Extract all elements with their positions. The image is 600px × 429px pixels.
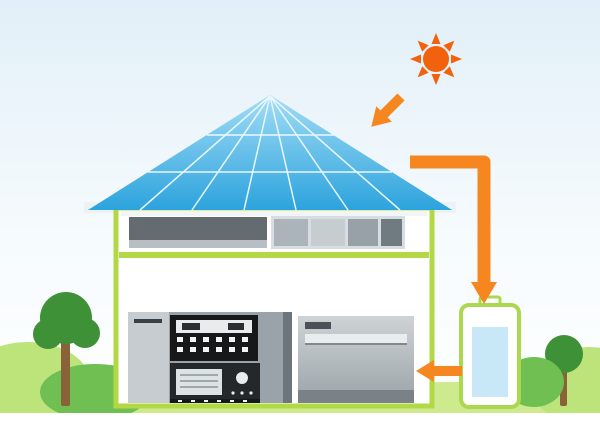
console-button (190, 347, 196, 352)
kickplate-dots (178, 400, 247, 402)
kickplate-dot (217, 400, 221, 402)
window-line (180, 386, 218, 388)
kickplate-dot (178, 400, 182, 402)
solar-grid-line (243, 95, 271, 211)
console-button (242, 347, 248, 352)
window-pane (274, 219, 308, 246)
solar-panel-roof (88, 95, 452, 210)
console-button (242, 337, 248, 342)
ceiling-shadow (121, 211, 427, 216)
tree-right-canopy (545, 335, 583, 373)
console-button (190, 337, 196, 342)
dishwasher-slot-shadow (305, 343, 407, 345)
cabinet-handle (134, 319, 162, 323)
microwave-button (231, 391, 235, 395)
sun-ray (443, 40, 455, 52)
arrow-head (471, 282, 497, 304)
console-button (177, 347, 183, 352)
sun-ray (431, 74, 441, 85)
console-button (229, 347, 235, 352)
dishwasher-handle (305, 322, 331, 329)
storage-battery (459, 295, 521, 409)
solar-panel-grid (139, 95, 401, 211)
arrow-sun-to-roof (371, 93, 405, 127)
battery-cell (472, 327, 508, 397)
range-hood (129, 217, 267, 248)
tree-left-trunk (61, 336, 70, 406)
microwave-knob (236, 372, 248, 384)
window-pane (348, 219, 378, 246)
microwave-window-lines (180, 374, 218, 388)
display-readout (228, 323, 244, 330)
floor-divider (119, 252, 429, 258)
window-pane (311, 219, 345, 246)
console-button (203, 347, 209, 352)
upper-window (271, 216, 405, 249)
arrow-head (416, 360, 434, 382)
dishwasher-body (298, 316, 414, 403)
bottom-margin (0, 413, 600, 429)
hood-lip (129, 240, 267, 248)
sun-ray (417, 66, 429, 78)
dishwasher-base-band (298, 390, 414, 403)
kickplate-dot (230, 400, 234, 402)
console-button (216, 337, 222, 342)
sun-ray (417, 40, 429, 52)
arrow-battery-to-house (416, 360, 462, 382)
sun-ray (410, 54, 421, 64)
display-readout (182, 323, 200, 330)
arrow-shaft (379, 93, 405, 119)
window-line (180, 374, 218, 376)
solar-grid-line (191, 95, 271, 211)
cabinet-left-panel (128, 312, 169, 403)
arrow-shaft (410, 155, 491, 284)
window-line (180, 380, 218, 382)
kickplate-dot (204, 400, 208, 402)
window-pane (381, 219, 402, 246)
sun-icon (410, 33, 462, 85)
kickplate-dot (243, 400, 247, 402)
solar-grid-line (269, 95, 349, 211)
console-button (203, 337, 209, 342)
arrow-shaft (434, 366, 462, 376)
cabinet-edge-stripe (283, 312, 292, 403)
arrow-roof-to-battery (410, 155, 497, 304)
console-button (216, 347, 222, 352)
solar-grid-line (139, 95, 271, 211)
dishwasher-slot (305, 334, 407, 343)
kickplate (170, 399, 260, 403)
arrow-head (371, 106, 392, 127)
dishwasher (298, 316, 414, 403)
console-button (177, 337, 183, 342)
canopy-lobe (40, 292, 92, 344)
sun-ray (451, 54, 462, 64)
sun-body (423, 46, 449, 72)
sun-ray (443, 66, 455, 78)
solar-grid-line (269, 95, 401, 211)
kickplate-dot (191, 400, 195, 402)
microwave-buttons (231, 391, 253, 395)
console-buttons (177, 337, 248, 352)
console-button (229, 337, 235, 342)
kitchen-unit (128, 312, 292, 403)
sun-ray (431, 33, 441, 44)
microwave-button (249, 391, 253, 395)
solar-grid-line (269, 95, 297, 211)
tree-left-canopy (33, 292, 100, 349)
microwave-button (240, 391, 244, 395)
